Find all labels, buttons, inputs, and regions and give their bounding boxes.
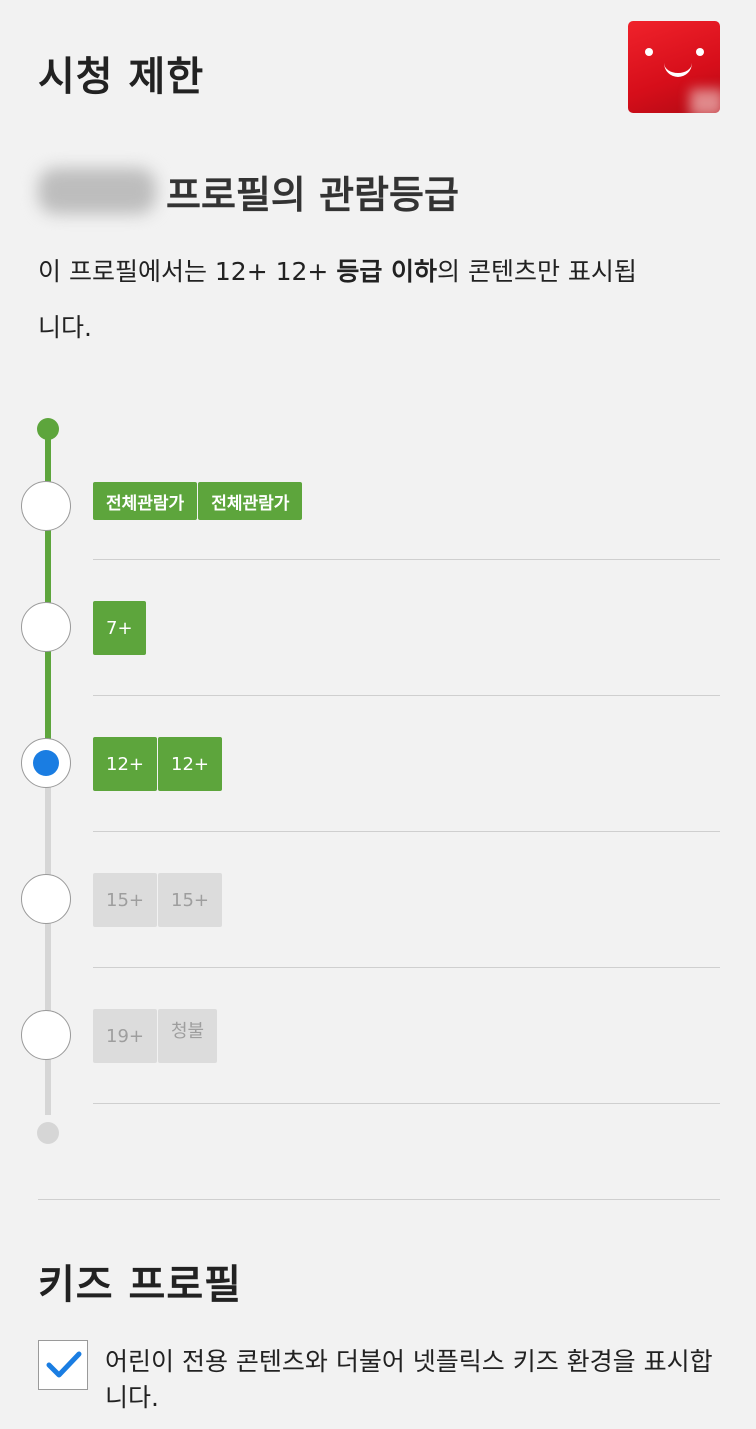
rating-radio-15[interactable] (21, 874, 71, 924)
description-prefix: 이 프로필에서는 12+ 12+ (38, 257, 329, 286)
profile-rating-heading: 프로필의 관람등급 (38, 163, 459, 219)
rating-badges-all: 전체관람가 전체관람가 (93, 482, 303, 520)
rating-radio-7[interactable] (21, 602, 71, 652)
rating-badges-12: 12+ 12+ (93, 737, 223, 791)
kids-profile-label: 어린이 전용 콘텐츠와 더불어 넷플릭스 키즈 환경을 표시합니다. (105, 1347, 713, 1412)
profile-name-redacted (38, 168, 156, 214)
rating-badge: 12+ (93, 737, 157, 791)
rating-option-all[interactable]: 전체관람가 전체관람가 (0, 448, 756, 584)
profile-heading-text: 프로필의 관람등급 (166, 172, 459, 217)
rating-badge: 15+ (93, 873, 157, 927)
avatar-right-eye (696, 48, 704, 56)
rating-badges-7: 7+ (93, 601, 147, 655)
rating-radio-12-selected[interactable] (21, 738, 71, 788)
checkmark-icon (46, 1351, 82, 1378)
track-start-dot (37, 418, 59, 440)
rating-radio-all[interactable] (21, 481, 71, 531)
rating-radio-19[interactable] (21, 1010, 71, 1060)
row-divider (93, 967, 720, 968)
rating-option-19[interactable]: 19+ 청불 (0, 992, 756, 1128)
rating-badge: 전체관람가 (93, 482, 198, 520)
rating-badge: 19+ (93, 1009, 157, 1063)
row-divider (93, 831, 720, 832)
row-divider (93, 695, 720, 696)
rating-option-15[interactable]: 15+ 15+ (0, 856, 756, 992)
avatar-blur (690, 89, 720, 113)
kids-profile-checkbox[interactable] (38, 1340, 88, 1390)
rating-badge: 7+ (93, 601, 146, 655)
profile-avatar[interactable] (628, 21, 720, 113)
row-divider (93, 1103, 720, 1104)
kids-profile-title: 키즈 프로필 (38, 1262, 242, 1308)
rating-badge: 12+ (158, 737, 222, 791)
rating-option-7[interactable]: 7+ (0, 584, 756, 720)
avatar-left-eye (645, 48, 653, 56)
rating-badge: 청불 (158, 1009, 218, 1063)
section-divider (38, 1199, 720, 1200)
rating-description: 이 프로필에서는 12+ 12+ 등급 이하의 콘텐츠만 표시됩니다. (38, 244, 638, 356)
avatar-smile (664, 59, 692, 77)
rating-option-12[interactable]: 12+ 12+ (0, 720, 756, 856)
rating-badges-15: 15+ 15+ (93, 873, 223, 927)
page-title: 시청 제한 (38, 54, 205, 100)
description-suffix: 의 콘텐츠만 표시됩니다. (38, 257, 637, 342)
rating-badge: 15+ (158, 873, 222, 927)
rating-badges-19: 19+ 청불 (93, 1009, 218, 1063)
radio-selected-dot (33, 750, 59, 776)
row-divider (93, 559, 720, 560)
description-bold: 등급 이하 (336, 257, 438, 286)
rating-badge: 전체관람가 (198, 482, 303, 520)
